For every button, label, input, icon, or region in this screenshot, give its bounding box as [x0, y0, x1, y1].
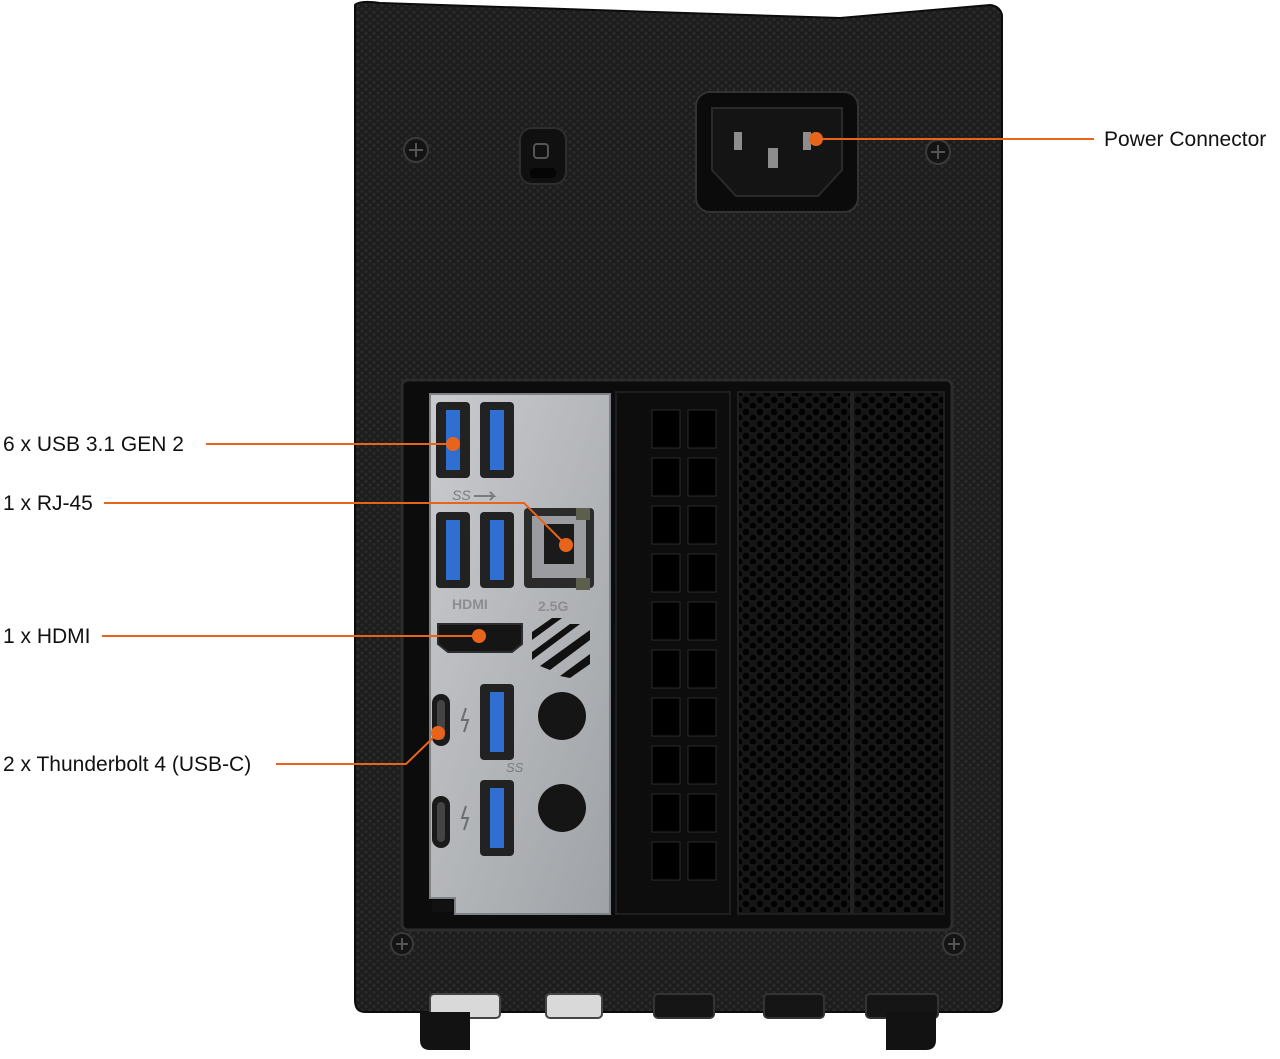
label-hdmi: 1 x HDMI	[3, 625, 91, 648]
callout-line-thunderbolt	[276, 732, 439, 765]
label-usb: 6 x USB 3.1 GEN 2	[3, 433, 184, 456]
bottom-vent	[763, 993, 825, 1019]
callout-line-rj45	[104, 502, 567, 546]
screw-icon	[390, 932, 414, 956]
bottom-vent	[545, 993, 603, 1019]
power-connector	[695, 91, 859, 213]
vent-stripes	[532, 618, 590, 678]
foot	[420, 1012, 470, 1050]
label-power-connector: Power Connector	[1104, 128, 1267, 151]
thunderbolt-icon	[460, 707, 470, 733]
label-rj45: 1 x RJ-45	[3, 492, 93, 515]
lock-slot-icon	[519, 127, 567, 185]
usb-port	[436, 512, 470, 588]
screw-icon	[942, 932, 966, 956]
usb-superspeed-icon: SS	[506, 760, 524, 775]
screw-icon	[925, 139, 951, 165]
rj45-port	[524, 508, 594, 590]
lan-speed-mark: 2.5G	[538, 598, 568, 614]
round-plug	[538, 692, 586, 740]
foot	[886, 1012, 936, 1050]
usb-port	[480, 512, 514, 588]
perforated-cover	[737, 391, 945, 915]
usb-superspeed-icon: SS	[452, 487, 471, 503]
usb-port	[480, 684, 514, 760]
screw-icon	[403, 137, 429, 163]
round-plug	[538, 784, 586, 832]
callout-dots	[431, 132, 823, 740]
usb-port	[480, 780, 514, 856]
bottom-vent	[653, 993, 715, 1019]
callout-lines	[102, 138, 1094, 765]
hdmi-mark: HDMI	[452, 596, 488, 612]
thunderbolt-port	[432, 796, 450, 848]
usb-port	[480, 402, 514, 478]
thunderbolt-icon	[460, 805, 470, 831]
label-thunderbolt: 2 x Thunderbolt 4 (USB-C)	[3, 753, 252, 776]
